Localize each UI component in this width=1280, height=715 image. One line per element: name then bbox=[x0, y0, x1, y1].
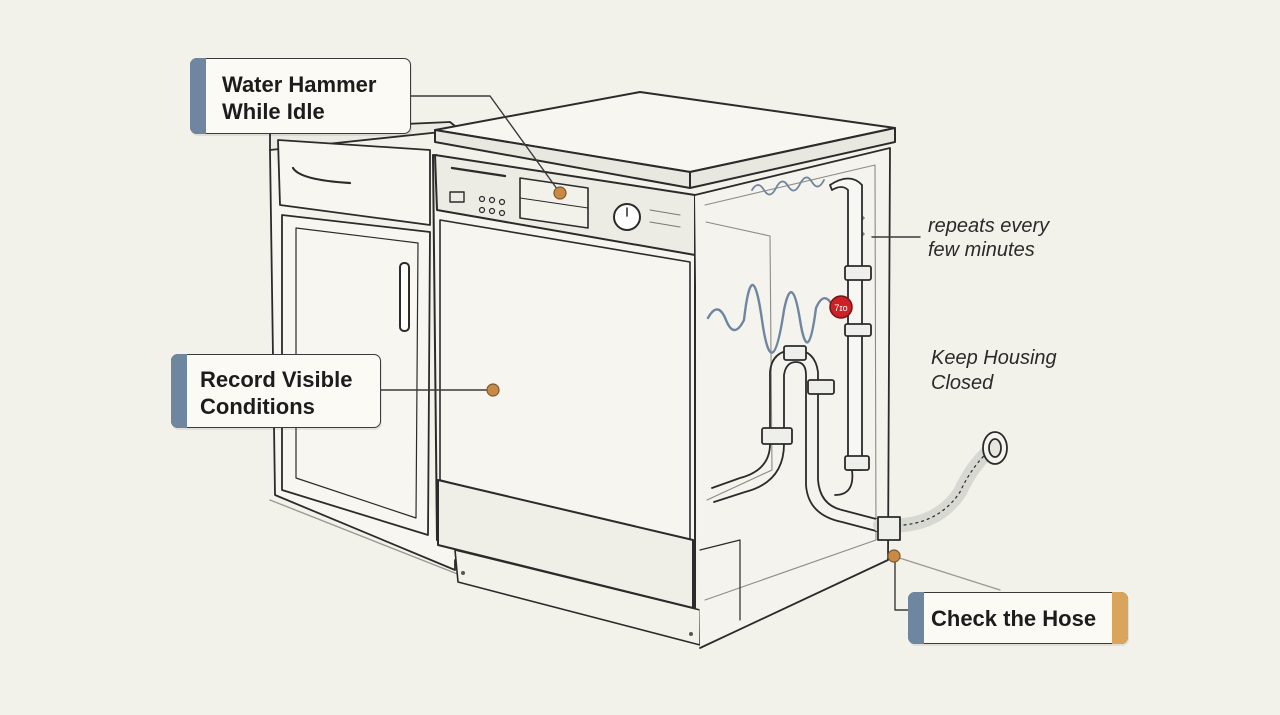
callout-water-hammer: Water Hammer While Idle bbox=[190, 58, 411, 134]
note-keep-closed-line2: Closed bbox=[931, 372, 994, 394]
marker-water-hammer bbox=[553, 186, 567, 200]
flex-hose bbox=[873, 431, 1008, 541]
callout-accent-bar bbox=[171, 354, 187, 428]
callout-markers bbox=[486, 186, 901, 563]
marker-check-hose bbox=[887, 549, 901, 563]
leader-lines bbox=[379, 95, 921, 611]
callout-title-line1: Record Visible bbox=[200, 367, 353, 392]
note-repeats-line2: few minutes bbox=[928, 239, 1035, 261]
callout-title-line2: While Idle bbox=[222, 99, 325, 124]
dishwasher-front bbox=[432, 154, 701, 646]
note-keep-closed-line1: Keep Housing bbox=[931, 347, 1057, 369]
drain-pipe bbox=[711, 345, 881, 533]
marker-record-visible bbox=[486, 383, 500, 397]
side-housing bbox=[694, 147, 891, 649]
kitchen-cabinet bbox=[269, 121, 461, 571]
callout-check-hose: Check the Hose bbox=[908, 592, 1128, 644]
callout-accent-bar-left bbox=[908, 592, 924, 644]
valve-label: 7ɪo bbox=[834, 303, 847, 313]
floor-lines bbox=[269, 499, 1001, 591]
callout-title: Check the Hose bbox=[931, 606, 1097, 631]
countertop bbox=[434, 91, 896, 189]
callout-title-line1: Water Hammer bbox=[222, 72, 377, 97]
callout-record-visible: Record Visible Conditions bbox=[171, 354, 381, 428]
callout-title-line2: Conditions bbox=[200, 394, 315, 419]
callout-accent-bar-right bbox=[1112, 592, 1128, 644]
callout-accent-bar bbox=[190, 58, 206, 134]
note-repeats-line1: repeats every bbox=[928, 215, 1050, 237]
supply-pipe bbox=[829, 177, 872, 496]
